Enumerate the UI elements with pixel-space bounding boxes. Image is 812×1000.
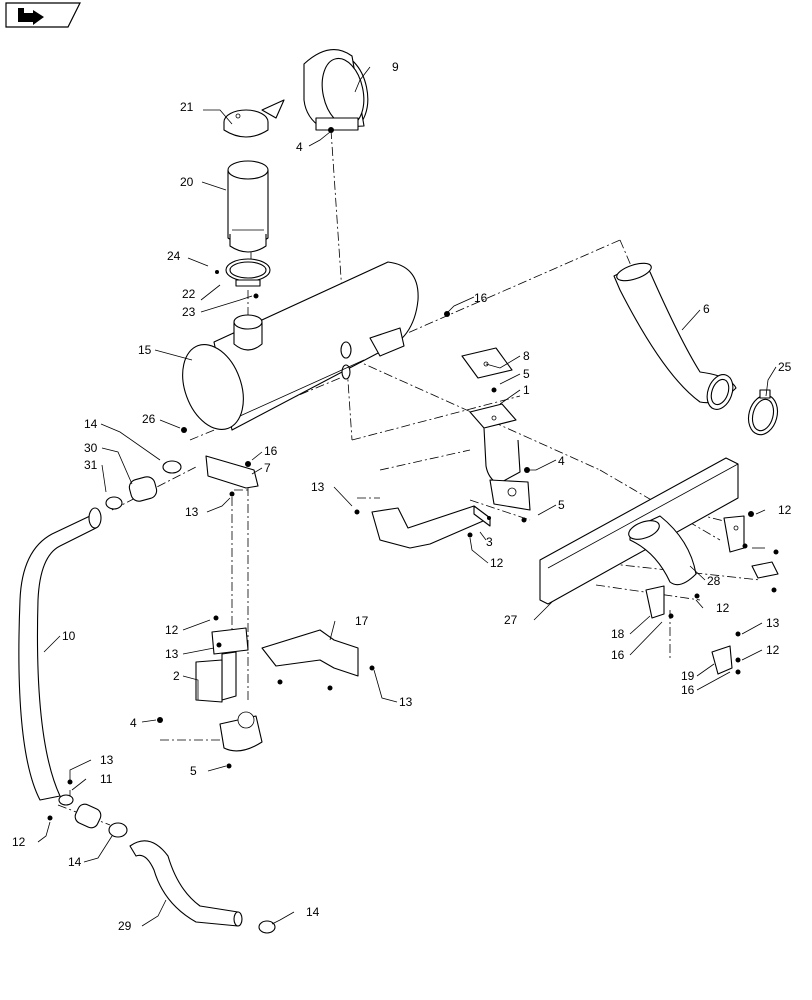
coupler-11 — [58, 794, 102, 829]
callout-5: 5 — [190, 764, 197, 778]
rain-cap — [223, 99, 285, 138]
callout-12: 12 — [766, 643, 780, 657]
callout-16: 16 — [681, 683, 695, 697]
callout-16: 16 — [474, 291, 488, 305]
callout-13: 13 — [165, 647, 179, 661]
callout-23: 23 — [182, 305, 196, 319]
callout-13: 13 — [766, 616, 780, 630]
hose-29 — [129, 840, 243, 927]
callout-16: 16 — [264, 444, 278, 458]
callout-7: 7 — [264, 461, 271, 475]
callout-3: 3 — [486, 535, 493, 549]
callout-2: 2 — [173, 669, 180, 683]
callout-22: 22 — [182, 287, 196, 301]
callout-18: 18 — [611, 627, 625, 641]
callout-14: 14 — [306, 905, 320, 919]
callout-29: 29 — [118, 919, 132, 933]
callout-24: 24 — [167, 249, 181, 263]
callout-25: 25 — [778, 360, 792, 374]
callout-12: 12 — [12, 835, 26, 849]
coupler-30 — [128, 476, 158, 502]
callout-28: 28 — [707, 574, 721, 588]
callout-14: 14 — [68, 855, 82, 869]
callout-16: 16 — [611, 648, 625, 662]
callout-4: 4 — [130, 716, 137, 730]
callout-30: 30 — [84, 441, 98, 455]
clip-bracket-right — [751, 561, 779, 579]
callout-1: 1 — [523, 383, 530, 397]
mounting-bracket-1 — [469, 403, 531, 511]
bracket-plate-8 — [461, 347, 513, 379]
callout-21: 21 — [180, 100, 194, 114]
callout-12: 12 — [490, 556, 504, 570]
callout-13: 13 — [185, 505, 199, 519]
callout-5: 5 — [558, 498, 565, 512]
callout-4: 4 — [558, 454, 565, 468]
callout-9: 9 — [392, 60, 399, 74]
callout-12: 12 — [716, 601, 730, 615]
leader-lines — [37, 66, 777, 927]
lower-support-2 — [195, 627, 263, 752]
pipe-clamp-25 — [747, 389, 779, 436]
elbow-pipe — [613, 262, 737, 410]
callout-12: 12 — [165, 623, 179, 637]
callout-13: 13 — [100, 753, 114, 767]
callout-26: 26 — [142, 412, 156, 426]
callout-12: 12 — [778, 503, 792, 517]
hose-10 — [18, 507, 102, 801]
angle-bracket-18 — [645, 585, 665, 619]
heat-shield-band — [303, 49, 369, 131]
hose-clamp-14-bottom — [258, 920, 276, 934]
callout-15: 15 — [138, 343, 152, 357]
hose-clamp-31 — [105, 496, 123, 510]
support-bracket-3 — [371, 505, 491, 549]
callout-31: 31 — [84, 458, 98, 472]
callout-19: 19 — [681, 669, 695, 683]
callout-13: 13 — [399, 695, 413, 709]
forward-arrow-icon[interactable] — [5, 2, 81, 28]
callout-5: 5 — [523, 367, 530, 381]
pipe-section-28 — [628, 515, 697, 586]
callout-labels: 1 2 3 4 4 4 5 5 5 6 7 8 9 10 11 12 12 12… — [12, 60, 792, 933]
callout-17: 17 — [355, 614, 369, 628]
strap-bracket-17 — [261, 629, 359, 677]
callout-8: 8 — [523, 349, 530, 363]
stack-clamp — [225, 258, 271, 287]
callout-10: 10 — [62, 629, 76, 643]
callout-14: 14 — [84, 417, 98, 431]
callout-20: 20 — [180, 175, 194, 189]
hose-clamp-14-mid — [108, 822, 128, 838]
exhaust-stack-tube — [227, 160, 269, 253]
callout-4: 4 — [296, 140, 303, 154]
callout-27: 27 — [504, 613, 518, 627]
hose-clamp-14-top — [162, 460, 182, 474]
callout-6: 6 — [703, 302, 710, 316]
bracket-7 — [205, 455, 259, 489]
angle-bracket-upper-right — [723, 515, 745, 553]
alignment-centerlines — [57, 129, 761, 826]
callout-11: 11 — [100, 772, 113, 786]
callout-13: 13 — [311, 480, 325, 494]
fasteners — [47, 127, 779, 821]
angle-bracket-19 — [711, 645, 733, 675]
muffler — [182, 261, 419, 431]
